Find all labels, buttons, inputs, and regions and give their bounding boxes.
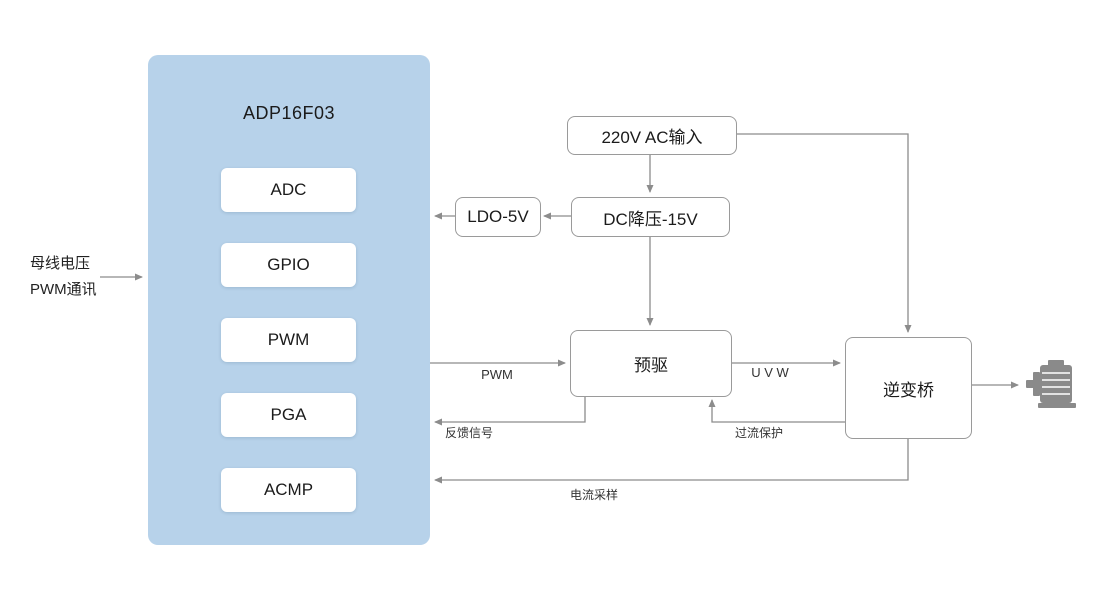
wire-label-overcurrent: 过流保护	[734, 426, 783, 440]
module-pga: PGA	[221, 393, 356, 437]
module-adc: ADC	[221, 168, 356, 212]
wire-label-current-sample: 电流采样	[569, 488, 618, 502]
module-acmp: ACMP	[221, 468, 356, 512]
arrow-currentsample-to-chip	[434, 437, 909, 484]
module-gpio: GPIO	[221, 243, 356, 287]
module-pwm: PWM	[221, 318, 356, 362]
chip-block: ADP16F03 ADC GPIO PWM PGA ACMP	[148, 55, 430, 545]
block-ldo: LDO-5V	[455, 197, 541, 237]
block-ac-input: 220V AC输入	[567, 116, 737, 155]
pwm-comm-label: PWM通讯	[30, 281, 97, 298]
bus-voltage-label: 母线电压	[30, 255, 91, 272]
wire-label-pwm: PWM	[481, 367, 513, 382]
motor-icon	[1026, 360, 1076, 408]
arrow-ac-to-inverter	[735, 133, 912, 333]
block-inverter: 逆变桥	[845, 337, 972, 439]
block-predriver: 预驱	[570, 330, 732, 397]
block-dc-buck: DC降压-15V	[571, 197, 730, 237]
wire-label-feedback: 反馈信号	[444, 426, 493, 440]
wire-label-uvw: U V W	[751, 365, 789, 380]
arrow-overcurrent-to-predriver	[708, 399, 845, 423]
arrow-feedback-to-chip	[434, 395, 586, 426]
chip-title: ADP16F03	[242, 103, 336, 123]
bus-input-labels: 母线电压 PWM通讯	[30, 251, 97, 303]
